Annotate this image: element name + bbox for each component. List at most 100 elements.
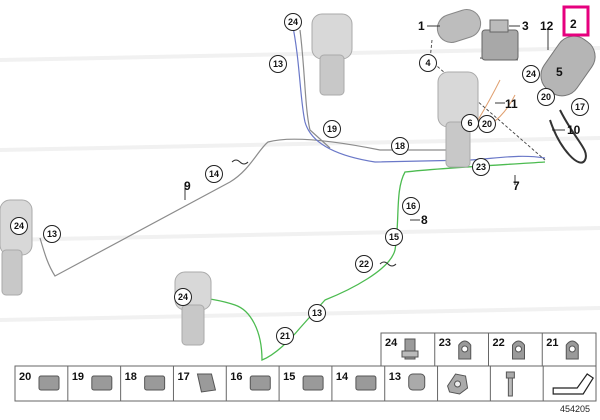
bolt-nut-icon [401,338,419,360]
svg-text:15: 15 [283,371,295,383]
part-label-3: 3 [522,19,529,33]
nut-icon [446,373,469,395]
part-label-9: 9 [184,179,191,193]
valve-block-3 [481,19,519,61]
part-labels: 13122511610789 [184,17,581,227]
break-marks [231,159,397,267]
callout-15: 15 [385,228,403,246]
part-label-11: 11 [505,97,518,111]
clip-icon [144,375,166,391]
legend-cell-14: 14 [331,366,377,401]
legend-cell-13: 13 [384,366,426,401]
legend-cell-15: 15 [278,366,324,401]
arrow-icon [552,373,594,395]
line-blue [291,21,546,163]
svg-text:20: 20 [19,371,31,383]
legend-cell-23: 23 [434,333,472,366]
callout-13: 13 [308,304,326,322]
legend-cell-22: 22 [488,333,525,366]
clip-icon [38,375,60,391]
clip-icon [249,375,271,391]
svg-text:16: 16 [406,201,416,211]
screw-icon [505,371,515,397]
legend-cell-19: 19 [67,366,113,401]
svg-text:13: 13 [312,308,322,318]
callout-23: 23 [472,158,490,176]
callout-21: 21 [276,327,294,345]
legend: 24 23 22 21 20 19 18 17 16 15 14 13 [14,332,597,402]
svg-text:21: 21 [546,337,558,349]
strut-bottom [174,271,212,346]
svg-text:24: 24 [14,221,24,231]
round-clip-icon [565,340,579,360]
svg-text:23: 23 [476,162,486,172]
legend-cell-screw-icon [489,366,515,401]
svg-text:14: 14 [336,371,349,383]
double-clip-icon [458,340,472,360]
callout-20: 20 [537,88,555,106]
svg-text:13: 13 [273,59,283,69]
svg-text:15: 15 [389,232,399,242]
strut-middle [437,71,479,168]
svg-text:24: 24 [526,69,536,79]
callout-19: 19 [323,120,341,138]
leader-lines [184,25,565,221]
callout-16: 16 [402,197,420,215]
callout-4: 4 [419,54,437,72]
svg-text:20: 20 [482,119,492,129]
part-label-12: 12 [540,19,554,33]
callout-17: 17 [571,98,589,116]
callout-24: 24 [174,288,192,306]
strut-left [0,199,33,296]
saddle-clip-icon [512,340,525,360]
legend-cell-20: 20 [19,371,60,391]
callout-18: 18 [391,137,409,155]
part-label-1: 1 [418,19,425,33]
part-label-8: 8 [421,213,428,227]
svg-text:19: 19 [72,371,84,383]
legend-cell-arrow-icon [542,366,594,401]
line-9-grey [39,29,460,277]
svg-text:24: 24 [385,337,398,349]
legend-cell-21: 21 [541,333,579,366]
svg-text:24: 24 [288,17,298,27]
strut-top [311,13,353,96]
legend-cell-nut-icon [437,366,469,401]
legend-cell-16: 16 [225,366,271,401]
svg-text:19: 19 [327,124,337,134]
svg-text:17: 17 [575,102,585,112]
svg-text:4: 4 [425,58,430,68]
callout-24: 24 [10,217,28,235]
part-label-7: 7 [513,179,520,193]
callout-24: 24 [522,65,540,83]
part-label-2: 2 [570,17,577,31]
reservoir-1 [436,9,482,43]
callout-22: 22 [355,255,373,273]
svg-text:17: 17 [177,371,189,383]
clip-icon [355,375,377,391]
svg-text:22: 22 [493,337,505,349]
callout-20: 20 [478,115,496,133]
svg-text:20: 20 [541,92,551,102]
svg-text:16: 16 [230,371,242,383]
hose-10 [549,109,587,164]
line-green [197,161,546,361]
legend-cell-24: 24 [385,337,419,360]
svg-text:18: 18 [125,371,137,383]
svg-text:18: 18 [395,141,405,151]
svg-text:21: 21 [280,331,290,341]
holder-icon [196,373,217,393]
clip-icon [302,375,324,391]
reference-number: 454205 [560,404,590,414]
legend-cell-18: 18 [120,366,166,401]
highlight-box [562,5,590,37]
callout-13: 13 [43,225,61,243]
svg-text:14: 14 [209,169,219,179]
part-label-10: 10 [567,123,581,137]
grommet-icon [408,373,426,391]
callout-13: 13 [269,55,287,73]
callout-6: 6 [461,114,479,132]
svg-text:13: 13 [47,229,57,239]
